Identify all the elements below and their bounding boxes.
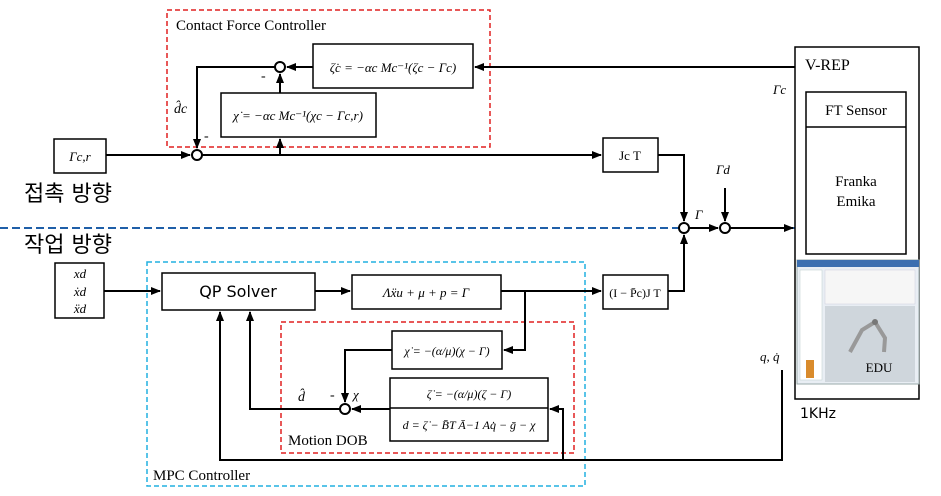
qp-solver-box	[161, 272, 316, 311]
franka-label-line2: Emika	[836, 194, 875, 210]
d-hat-c-label: d̂c	[174, 100, 188, 117]
rate-label: 1KHz	[800, 406, 836, 422]
gamma-d-label: Γd	[715, 162, 730, 177]
motion-dob-label: Motion DOB	[288, 433, 368, 449]
q-qdot-label: q, q̇	[760, 349, 780, 364]
dynamics-equation: Λẍu + μ + p = Γ	[381, 285, 470, 300]
desired-trajectory-box	[54, 262, 105, 319]
null-projection-label: (I − P̄c)J T	[609, 286, 661, 300]
dynamics-box	[351, 274, 502, 310]
task-direction-label: 작업 방향	[24, 233, 112, 258]
chi-c-equation: χ̇ = −αc Mc⁻¹(χc − Γc,r)	[231, 108, 363, 123]
zeta-observer-equation: ζ̇ = −(α/μ)(ζ − Γ)	[427, 387, 511, 401]
gamma-c-label: Γc	[772, 82, 786, 97]
minus-sign-top: -	[261, 69, 266, 84]
jc-transpose-label: Jc T	[619, 148, 641, 163]
d-hat-label: d̂	[298, 388, 306, 405]
mpc-controller-label: MPC Controller	[153, 468, 250, 484]
chi-c-box	[220, 92, 377, 138]
franka-block	[805, 91, 907, 255]
edu-watermark: EDU	[866, 360, 893, 375]
gamma-label: Γ	[694, 207, 703, 222]
chi-observer-box	[391, 330, 503, 370]
null-projection-box	[602, 274, 669, 310]
zeta-c-equation: ζ̇c = −αc Mc⁻¹(ζc − Γc)	[330, 60, 456, 75]
contact-direction-label: 접촉 방향	[24, 182, 112, 207]
sum-junction-dob	[339, 403, 351, 415]
qp-solver-label: QP Solver	[199, 282, 277, 301]
contact-force-controller-label: Contact Force Controller	[176, 18, 326, 34]
jc-transpose-box	[602, 137, 659, 173]
chi-label: χ	[351, 387, 359, 402]
sum-junction-gamma-d	[719, 222, 731, 234]
gamma-cr-label: Γc,r	[68, 149, 91, 164]
mpc-controller-frame	[146, 261, 586, 487]
x-d-label: xd	[73, 266, 87, 281]
disturbance-equation: d = ζ̇ − B̄T Ā−1 Aq̇ − ḡ − χ	[403, 418, 537, 432]
chi-observer-equation: χ̇ = −(α/μ)(χ − Γ)	[403, 344, 489, 358]
motion-dob-frame	[280, 321, 575, 454]
v-rep-label: V-REP	[805, 57, 850, 74]
sum-junction-contact-top	[274, 61, 286, 73]
sum-junction-gamma	[678, 222, 690, 234]
xddot-d-label: ẍd	[73, 301, 87, 316]
zeta-c-box	[312, 43, 474, 89]
franka-label-line1: Franka	[835, 174, 877, 190]
minus-sign-contact: -	[204, 129, 209, 144]
simulator-thumbnail	[796, 259, 920, 385]
ft-sensor-label: FT Sensor	[825, 103, 887, 119]
minus-sign-dob: -	[330, 388, 335, 403]
zeta-observer-box	[389, 377, 549, 442]
sum-junction-contact	[191, 149, 203, 161]
contact-force-controller-frame	[166, 9, 491, 148]
gamma-cr-box	[53, 138, 107, 174]
xdot-d-label: ẋd	[73, 284, 87, 299]
